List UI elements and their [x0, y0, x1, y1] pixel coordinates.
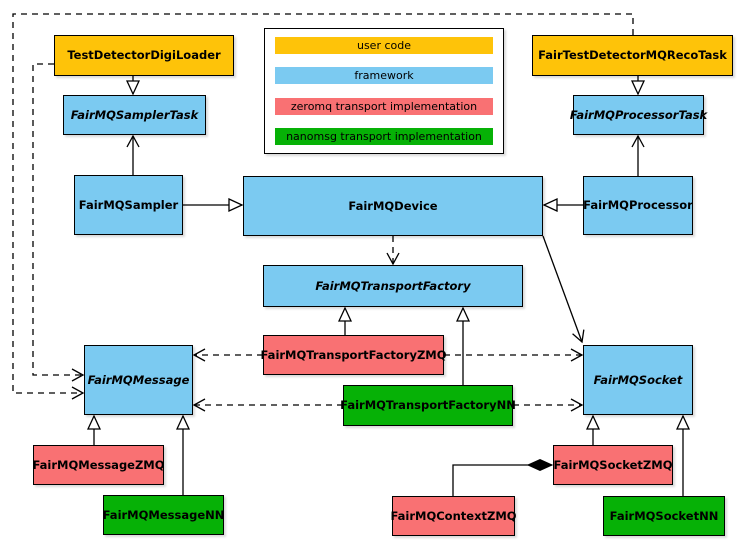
class-box-fairmq-message: FairMQMessage	[84, 345, 193, 415]
class-box-fairmq-transport-factory-nn: FairMQTransportFactoryNN	[340, 385, 516, 426]
edge-contextzmq-composed-in-socketzmq	[452, 465, 552, 496]
class-box-fairmq-socket-zmq: FairMQSocketZMQ	[553, 445, 673, 485]
legend-item-zeromq: zeromq transport implementation	[275, 97, 493, 115]
class-box-fairmq-context-zmq: FairMQContextZMQ	[390, 496, 517, 536]
class-box-fairmq-sampler-task: FairMQSamplerTask	[63, 95, 206, 135]
legend-item-nanomsg: nanomsg transport implementation	[275, 127, 493, 145]
legend-item-framework: framework	[275, 67, 493, 85]
class-box-fair-test-detector-mq-reco-task: FairTestDetectorMQRecoTask	[532, 35, 733, 76]
class-box-test-detector-digi-loader: TestDetectorDigiLoader	[54, 35, 234, 76]
legend-item-user-code: user code	[275, 37, 493, 54]
class-box-fairmq-message-nn: FairMQMessageNN	[103, 495, 224, 535]
class-box-fairmq-processor: FairMQProcessor	[583, 176, 693, 235]
class-box-fairmq-socket: FairMQSocket	[583, 345, 693, 415]
class-box-fairmq-sampler: FairMQSampler	[74, 175, 183, 235]
class-box-fairmq-message-zmq: FairMQMessageZMQ	[32, 445, 165, 485]
class-box-fairmq-transport-factory: FairMQTransportFactory	[263, 265, 523, 307]
legend-box: user code framework zeromq transport imp…	[264, 28, 504, 154]
class-box-fairmq-device: FairMQDevice	[243, 176, 543, 236]
class-box-fairmq-processor-task: FairMQProcessorTask	[570, 95, 707, 135]
class-box-fairmq-socket-nn: FairMQSocketNN	[603, 496, 725, 536]
edge-device-to-socket	[542, 235, 585, 344]
class-box-fairmq-transport-factory-zmq: FairMQTransportFactoryZMQ	[261, 335, 447, 375]
